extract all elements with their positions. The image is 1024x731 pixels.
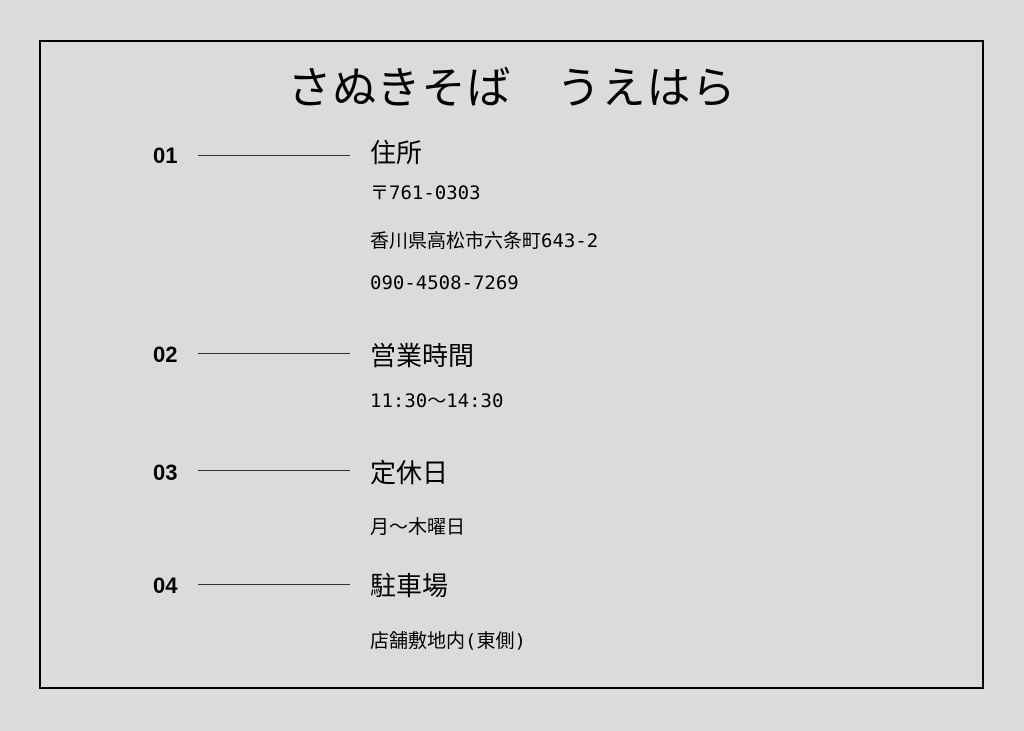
phone: 090-4508-7269 <box>370 272 519 294</box>
shop-title: さぬきそば うえはら <box>287 63 737 114</box>
section-number: 02 <box>153 342 178 367</box>
section-heading: 駐車場 <box>370 572 449 602</box>
section-heading: 住所 <box>370 139 423 169</box>
address: 香川県高松市六条町643-2 <box>370 230 599 252</box>
parking: 店舗敷地内(東側) <box>370 630 526 652</box>
page-frame <box>39 40 984 689</box>
hours: 11:30〜14:30 <box>370 390 504 412</box>
section-heading: 営業時間 <box>370 342 475 372</box>
divider-line <box>198 353 350 354</box>
postal-code: 〒761-0303 <box>370 182 481 204</box>
divider-line <box>198 584 350 585</box>
section-heading: 定休日 <box>370 459 449 489</box>
section-number: 01 <box>153 143 178 168</box>
divider-line <box>198 470 350 471</box>
divider-line <box>198 155 350 156</box>
section-number: 04 <box>153 573 178 598</box>
holiday: 月〜木曜日 <box>370 516 466 538</box>
section-number: 03 <box>153 460 178 485</box>
